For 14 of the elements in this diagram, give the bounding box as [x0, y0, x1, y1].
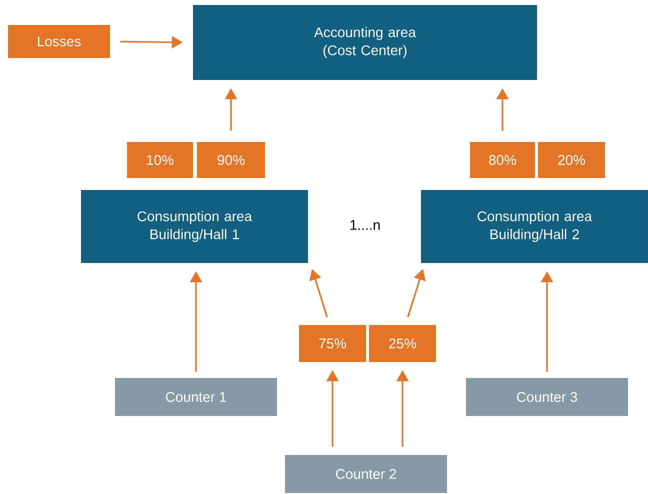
percentage-box: 75% — [299, 325, 366, 362]
accounting-box: Accounting area (Cost Center) — [193, 5, 537, 80]
consumption-box: Consumption area Building/Hall 1 — [81, 190, 308, 263]
percentage-box: 20% — [538, 142, 605, 178]
counter-box: Counter 3 — [466, 378, 628, 416]
counter-box: Counter 1 — [115, 378, 277, 416]
counter-box: Counter 2 — [285, 455, 447, 493]
percentage-box: 90% — [197, 142, 265, 178]
consumption-box: Consumption area Building/Hall 2 — [421, 190, 648, 263]
losses-box: Losses — [8, 25, 110, 58]
range-label: 1....n — [350, 220, 380, 230]
percentage-box: 10% — [127, 142, 193, 178]
percentage-box: 80% — [470, 142, 535, 178]
percentage-box: 25% — [369, 325, 436, 362]
